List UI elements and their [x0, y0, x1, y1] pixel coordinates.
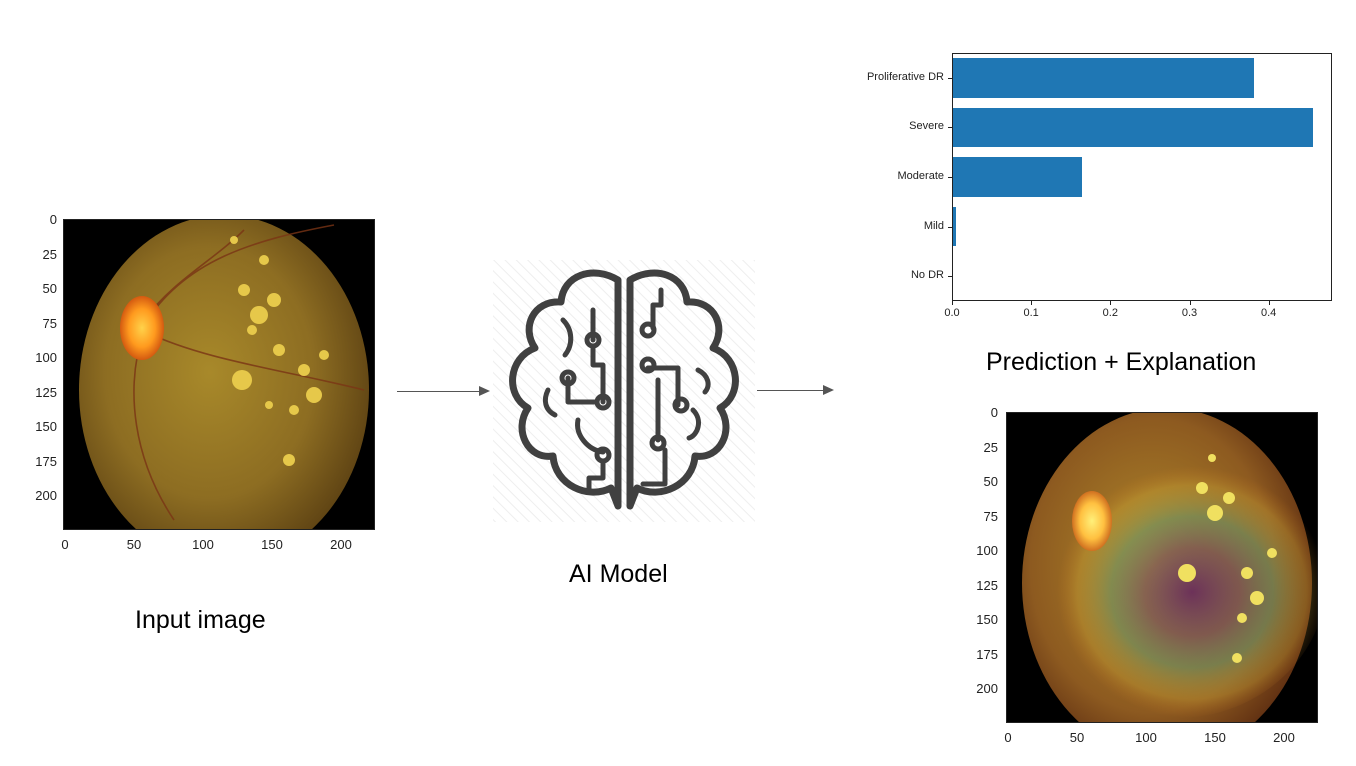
explanation-y-tick: 0 [990, 405, 998, 420]
input-y-tick: 200 [35, 488, 57, 503]
chart-y-tick-mark [948, 276, 952, 278]
explanation-image-panel: 0 25 50 75 100 125 150 175 200 0 50 100 … [950, 400, 1350, 766]
arrow-line [397, 391, 481, 392]
explanation-x-tick: 150 [1204, 730, 1226, 745]
fundus-photo [79, 220, 369, 529]
chart-x-tick-label: 0.1 [1023, 307, 1039, 319]
ai-model-panel: AI Model [490, 260, 760, 590]
chart-bar [953, 57, 1254, 98]
brain-circuit-icon [493, 260, 755, 522]
explanation-y-tick: 25 [983, 440, 998, 455]
input-image-caption: Input image [135, 606, 266, 634]
chart-category-label: Severe [909, 120, 944, 133]
arrow-input-to-model [397, 386, 492, 398]
input-y-tick: 0 [49, 212, 57, 227]
explanation-heatmap-image [1006, 412, 1318, 723]
chart-bar [953, 107, 1314, 148]
ai-model-caption: AI Model [569, 560, 668, 588]
arrow-model-to-output [757, 385, 837, 397]
chart-y-tick-mark [948, 226, 952, 228]
explanation-x-tick: 100 [1135, 730, 1157, 745]
chart-x-tick-label: 0.0 [944, 307, 960, 319]
explanation-y-tick: 75 [983, 509, 998, 524]
input-x-tick: 150 [261, 537, 283, 552]
chart-bar [953, 157, 1083, 197]
input-x-tick: 50 [126, 537, 142, 552]
chart-bar [953, 206, 957, 247]
chart-x-tick-label: 0.4 [1261, 307, 1277, 319]
input-fundus-image [63, 219, 375, 530]
input-y-tick: 125 [35, 385, 57, 400]
explanation-y-tick: 200 [976, 681, 998, 696]
input-y-tick: 75 [42, 316, 57, 331]
chart-y-tick-mark [948, 77, 952, 79]
chart-plot-area [952, 53, 1332, 301]
chart-x-tick-mark [1268, 301, 1270, 305]
input-x-tick: 200 [330, 537, 352, 552]
arrow-head-icon [479, 386, 490, 396]
arrow-line [757, 390, 825, 391]
heatmap-overlay-photo [1022, 413, 1317, 722]
explanation-x-tick: 200 [1273, 730, 1295, 745]
input-y-tick: 175 [35, 454, 57, 469]
chart-x-tick-mark [952, 301, 953, 305]
chart-x-tick-mark [1110, 301, 1112, 305]
explanation-y-tick: 50 [983, 474, 998, 489]
chart-category-label: Moderate [897, 170, 944, 182]
input-y-tick: 150 [35, 419, 57, 434]
explanation-x-tick: 0 [1004, 730, 1012, 745]
chart-category-label: Proliferative DR [866, 70, 944, 83]
chart-y-tick-mark [948, 177, 952, 178]
prediction-explanation-caption: Prediction + Explanation [986, 348, 1257, 376]
explanation-y-tick: 175 [976, 647, 998, 662]
chart-x-tick-mark [1189, 301, 1191, 305]
explanation-x-tick: 50 [1069, 730, 1085, 745]
chart-category-label: No DR [910, 269, 944, 282]
chart-y-tick-mark [948, 127, 952, 129]
chart-category-label: Mild [923, 219, 944, 232]
explanation-y-tick: 150 [976, 612, 998, 627]
chart-x-tick-label: 0.2 [1102, 307, 1118, 319]
explanation-y-tick: 125 [976, 578, 998, 593]
input-x-tick: 100 [192, 537, 214, 552]
input-y-tick: 100 [35, 350, 57, 365]
input-y-tick: 25 [42, 247, 57, 262]
input-y-tick: 50 [42, 281, 57, 296]
input-x-tick: 0 [61, 537, 69, 552]
arrow-head-icon [823, 385, 834, 395]
input-image-panel: 0 25 50 75 100 125 150 175 200 0 50 100 … [0, 0, 400, 650]
chart-x-tick-label: 0.3 [1181, 307, 1198, 319]
prediction-bar-chart: No DR Mild Moderate Severe Proliferative DR 0… [840, 40, 1340, 330]
explanation-y-tick: 100 [976, 543, 998, 558]
chart-x-tick-mark [1031, 301, 1033, 305]
